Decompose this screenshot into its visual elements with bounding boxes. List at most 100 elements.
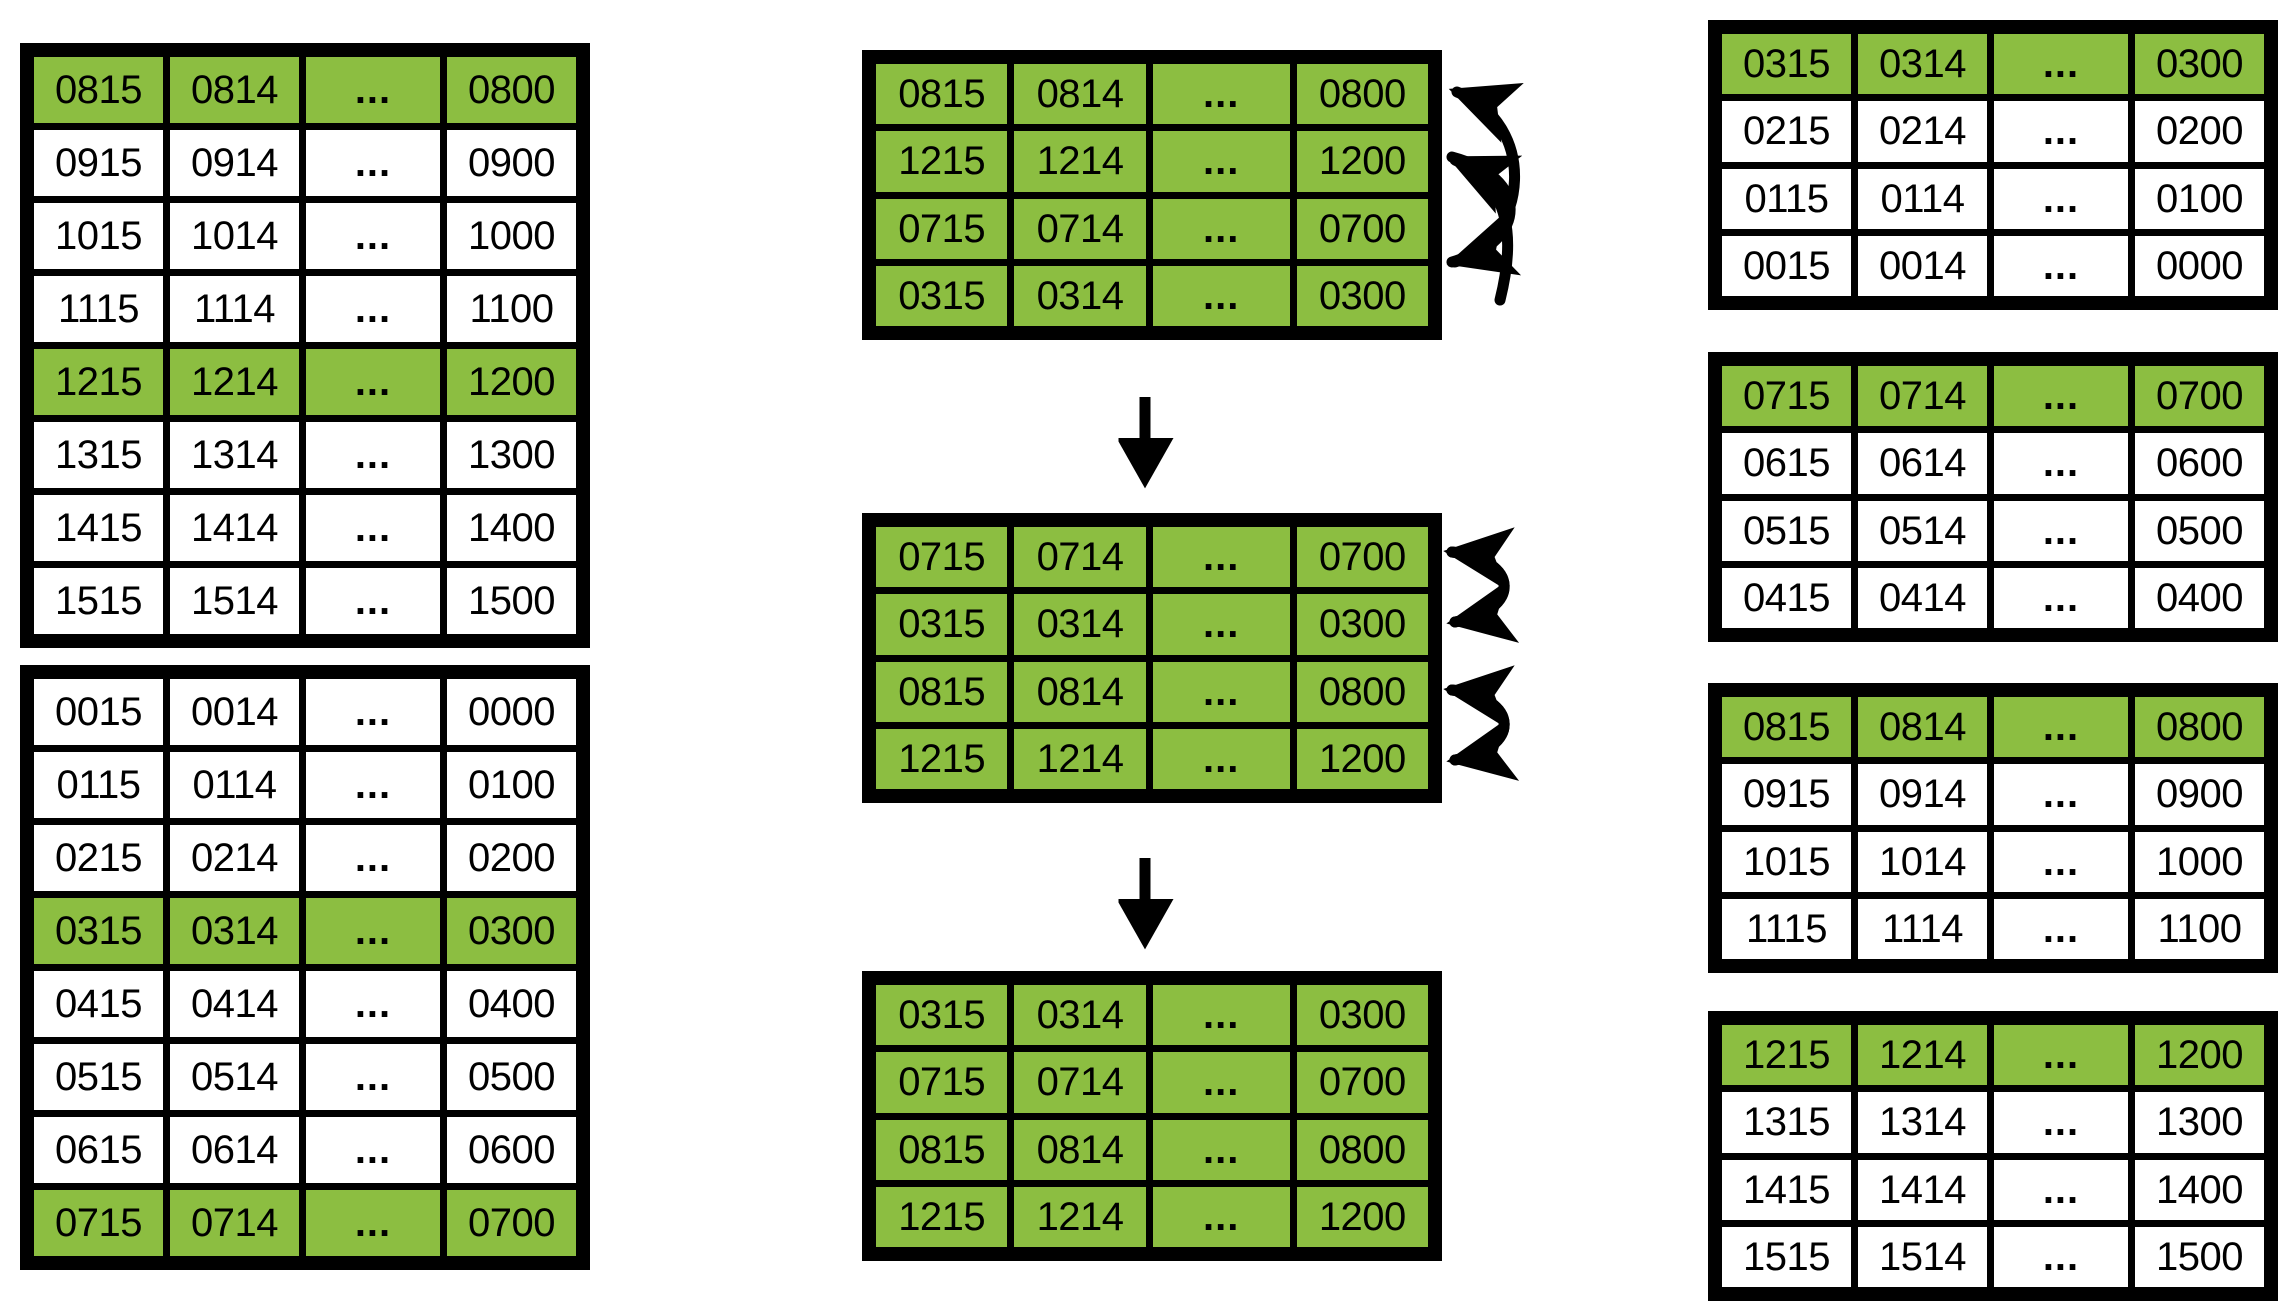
ellipsis-cell: ... <box>305 1117 441 1183</box>
record-cell: 0515 <box>1722 500 1851 561</box>
record-cell: 0300 <box>2135 34 2264 95</box>
record-cell: 0415 <box>1722 567 1851 628</box>
record-cell: 0200 <box>2135 101 2264 162</box>
record-cell: 1100 <box>2135 898 2264 959</box>
record-cell: 1000 <box>447 203 576 269</box>
record-cell: 1200 <box>1296 728 1428 789</box>
record-cell: 0500 <box>447 1044 576 1110</box>
record-cell: 0100 <box>2135 168 2264 229</box>
record-cell: 0715 <box>876 527 1008 588</box>
record-cell: 1214 <box>169 349 299 415</box>
ellipsis-cell: ... <box>1152 64 1290 125</box>
record-cell: 0814 <box>1857 697 1987 758</box>
record-cell: 0100 <box>447 752 576 818</box>
record-cell: 1300 <box>2135 1092 2264 1153</box>
record-cell: 0915 <box>1722 764 1851 825</box>
swap-arrow-mid-m1 <box>1446 154 1523 306</box>
record-cell: 1314 <box>1857 1092 1987 1153</box>
swap-arrow-bottom-m2 <box>1443 665 1520 781</box>
ellipsis-cell: ... <box>1152 1186 1290 1247</box>
record-cell: 1200 <box>447 349 576 415</box>
record-cell: 0000 <box>447 679 576 745</box>
ellipsis-cell: ... <box>1152 527 1290 588</box>
record-cell: 0800 <box>1296 1119 1428 1180</box>
swap-arrow-top-m2 <box>1443 527 1520 643</box>
record-cell: 0715 <box>876 1052 1008 1113</box>
record-cell: 0115 <box>34 752 163 818</box>
ellipsis-cell: ... <box>1152 661 1290 722</box>
record-cell: 0715 <box>34 1190 163 1256</box>
record-cell: 0314 <box>1857 34 1987 95</box>
record-cell: 0815 <box>34 57 163 123</box>
record-cell: 0714 <box>1014 527 1146 588</box>
record-cell: 0014 <box>169 679 299 745</box>
record-cell: 0414 <box>169 971 299 1037</box>
record-cell: 0814 <box>1014 1119 1146 1180</box>
record-cell: 1214 <box>1014 1186 1146 1247</box>
ellipsis-cell: ... <box>305 130 441 196</box>
ellipsis-cell: ... <box>1993 831 2129 892</box>
record-cell: 1200 <box>1296 131 1428 192</box>
record-cell: 1014 <box>169 203 299 269</box>
record-cell: 1315 <box>1722 1092 1851 1153</box>
record-cell: 0300 <box>1296 985 1428 1046</box>
record-cell: 1515 <box>1722 1226 1851 1287</box>
swap-arrow-outer-m1 <box>1446 83 1524 268</box>
record-cell: 0800 <box>1296 64 1428 125</box>
record-cell: 0200 <box>447 825 576 891</box>
record-cell: 0915 <box>34 130 163 196</box>
ellipsis-cell: ... <box>1993 366 2129 427</box>
record-cell: 1214 <box>1014 131 1146 192</box>
record-cell: 1314 <box>169 422 299 488</box>
record-cell: 0814 <box>1014 661 1146 722</box>
ellipsis-cell: ... <box>1152 985 1290 1046</box>
record-cell: 0115 <box>1722 168 1851 229</box>
record-cell: 0614 <box>1857 433 1987 494</box>
record-cell: 0700 <box>1296 1052 1428 1113</box>
ellipsis-cell: ... <box>1152 1119 1290 1180</box>
ellipsis-cell: ... <box>1993 898 2129 959</box>
record-cell: 0815 <box>1722 697 1851 758</box>
record-cell: 0400 <box>2135 567 2264 628</box>
record-cell: 1214 <box>1857 1025 1987 1086</box>
record-cell: 0215 <box>34 825 163 891</box>
record-cell: 0914 <box>169 130 299 196</box>
record-cell: 1100 <box>447 276 576 342</box>
record-cell: 0700 <box>2135 366 2264 427</box>
record-cell: 1414 <box>1857 1159 1987 1220</box>
record-cell: 1415 <box>34 495 163 561</box>
record-cell: 0814 <box>1014 64 1146 125</box>
record-cell: 1200 <box>2135 1025 2264 1086</box>
record-cell: 0800 <box>447 57 576 123</box>
record-cell: 1114 <box>1857 898 1987 959</box>
record-cell: 0815 <box>876 661 1008 722</box>
record-cell: 0715 <box>876 198 1008 259</box>
record-cell: 1114 <box>169 276 299 342</box>
record-cell: 1000 <box>2135 831 2264 892</box>
record-cell: 0414 <box>1857 567 1987 628</box>
ellipsis-cell: ... <box>305 276 441 342</box>
record-cell: 0314 <box>1014 265 1146 326</box>
record-cell: 0315 <box>1722 34 1851 95</box>
ellipsis-cell: ... <box>1152 198 1290 259</box>
record-cell: 1415 <box>1722 1159 1851 1220</box>
